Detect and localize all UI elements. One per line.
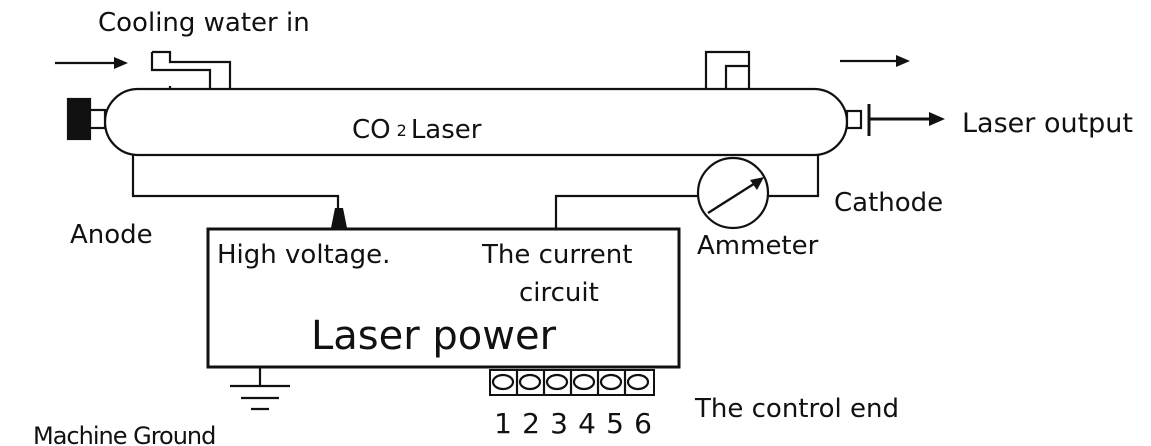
ammeter-symbol	[696, 156, 770, 230]
rear-mirror-cap	[66, 97, 107, 141]
high-voltage-label: High voltage.	[217, 240, 391, 270]
current-circuit-label-line1: The current	[482, 240, 633, 270]
terminal-number: 4	[578, 407, 596, 440]
laser-power-label: Laser power	[311, 313, 557, 359]
cooling-water-in-label: Cooling water in	[98, 8, 310, 38]
high-voltage-terminal	[331, 208, 347, 228]
water-in-arrow	[55, 57, 128, 69]
water-inlet-pipe	[150, 50, 232, 90]
water-outlet-pipe	[704, 50, 751, 90]
control-terminal-block	[489, 369, 655, 396]
terminal-numbers: 1 2 3 4 5 6	[493, 410, 653, 438]
current-circuit-wire	[554, 194, 698, 229]
cathode-wire	[768, 155, 820, 198]
co2-label-subscript: 2	[396, 120, 407, 140]
terminal-number: 5	[606, 407, 624, 440]
machine-ground-symbol	[230, 367, 290, 411]
water-out-arrow	[840, 55, 910, 67]
machine-ground-label: Machine Ground	[33, 422, 216, 446]
terminal-number: 2	[522, 407, 540, 440]
laser-output-arrow	[869, 112, 945, 126]
terminal-number: 1	[494, 407, 512, 440]
laser-output-label: Laser output	[962, 108, 1134, 139]
output-window-cap	[845, 104, 871, 136]
cathode-label: Cathode	[834, 188, 944, 218]
terminal-number: 3	[550, 407, 568, 440]
anode-wire	[131, 155, 340, 212]
terminal-number: 6	[634, 407, 652, 440]
control-end-label: The control end	[695, 394, 899, 424]
current-circuit-label-line2: circuit	[519, 278, 599, 308]
ammeter-label: Ammeter	[697, 231, 819, 261]
laser-power-box	[206, 227, 681, 369]
co2-label-suffix: Laser	[410, 115, 482, 145]
anode-label: Anode	[70, 220, 153, 250]
co2-label-text: CO	[352, 115, 391, 145]
